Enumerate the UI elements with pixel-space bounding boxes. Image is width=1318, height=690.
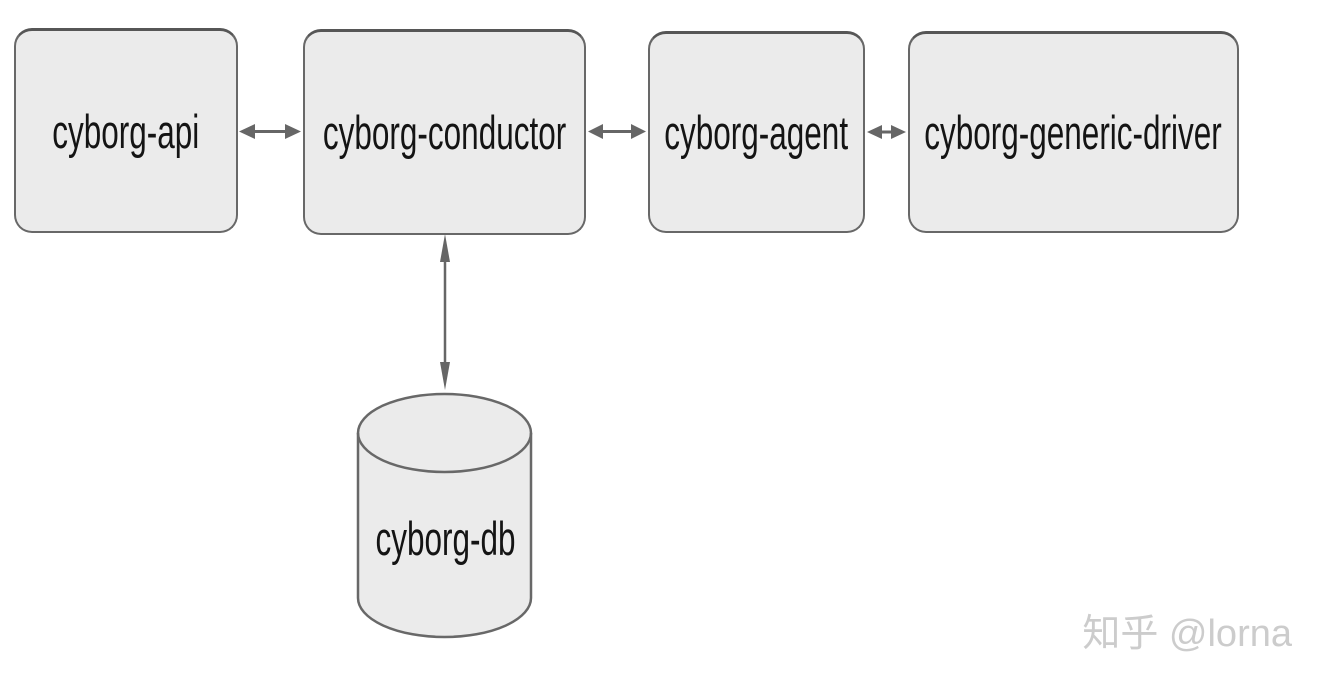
- node-cyborg-agent: cyborg-agent: [648, 31, 865, 233]
- node-cyborg-api: cyborg-api: [14, 28, 238, 233]
- edge-conductor-agent: [588, 124, 646, 139]
- edge-agent-driver: [867, 125, 906, 139]
- node-label: cyborg-conductor: [322, 106, 567, 159]
- zhihu-watermark: 知乎 @lorna: [1082, 613, 1292, 655]
- node-cyborg-generic-driver: cyborg-generic-driver: [908, 31, 1239, 233]
- edge-conductor-db: [440, 234, 450, 390]
- node-label: cyborg-api: [52, 104, 200, 158]
- node-label: cyborg-db: [374, 511, 516, 565]
- edge-api-conductor: [239, 124, 301, 139]
- node-label: cyborg-generic-driver: [924, 106, 1223, 159]
- node-label: cyborg-agent: [664, 106, 849, 159]
- node-cyborg-conductor: cyborg-conductor: [303, 29, 586, 235]
- node-cyborg-db: cyborg-db: [358, 490, 532, 586]
